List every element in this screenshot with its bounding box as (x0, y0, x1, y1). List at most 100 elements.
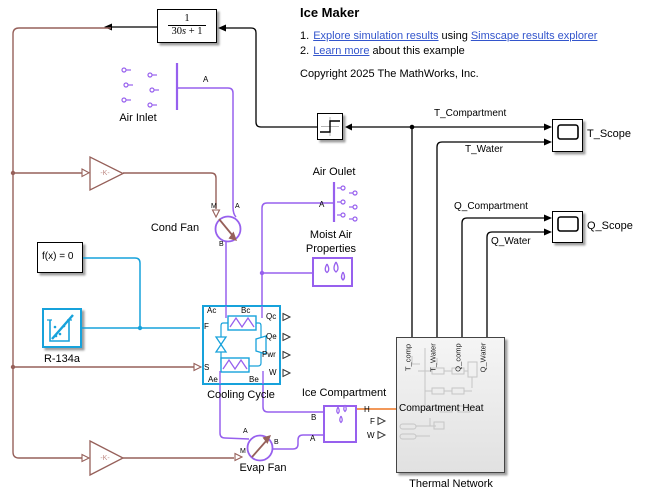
moist-air-properties-block[interactable] (312, 257, 353, 287)
link-simscape-explorer[interactable]: Simscape results explorer (470, 30, 598, 42)
wire-q-water[interactable] (486, 231, 545, 337)
air-inlet-icon[interactable] (121, 63, 179, 110)
gain-cond-label: -K- (100, 169, 110, 177)
port-arrow (377, 430, 387, 440)
tn-port-q-water: Q_Water (478, 342, 488, 373)
valve-icon (214, 336, 228, 346)
list-number: 1. (300, 30, 310, 42)
cc-port-w: W (269, 368, 277, 377)
wire-fan-speed-trunk[interactable] (12, 27, 234, 459)
signal-label-q-compartment[interactable]: Q_Compartment (454, 201, 528, 212)
wire-air-inlet[interactable] (178, 87, 237, 218)
transfer-fcn-block[interactable]: 1 30s + 1 (157, 9, 217, 43)
cc-port-qe: Qe (266, 332, 277, 341)
cooling-cycle-internals (214, 306, 267, 384)
ice-droplets-icon (336, 404, 347, 424)
tf-denominator: 30s + 1 (171, 26, 203, 38)
junction-dot (137, 325, 143, 331)
fan-arrowhead (228, 231, 237, 241)
cc-port-be: Be (249, 375, 259, 384)
port-arrow (234, 452, 244, 462)
thermal-network-schematic (399, 348, 478, 440)
gain-cond-block[interactable] (89, 155, 125, 192)
refrigerant-label: R-134a (43, 353, 81, 365)
junction-dot (10, 170, 16, 176)
signal-label-t-compartment[interactable]: T_Compartment (434, 108, 507, 119)
ic-port-h: H (364, 405, 370, 414)
port-arrow (211, 209, 221, 219)
list-number: 2. (300, 45, 310, 57)
arrowhead (544, 138, 552, 146)
ic-port-b: B (311, 413, 317, 422)
air-inlet-label: Air Inlet (119, 112, 157, 124)
cc-port-bc: Bc (241, 306, 251, 315)
gain-evap-block[interactable] (89, 439, 125, 477)
evap-fan-label: Evap Fan (239, 462, 287, 474)
fan-arrow-icon (251, 439, 268, 458)
cond-fan-port-b: B (219, 241, 224, 248)
junction-dot (409, 124, 415, 130)
tn-port-q-comp: Q_comp (453, 343, 463, 372)
evap-fan-port-a: A (243, 428, 248, 435)
thermal-network-block[interactable] (396, 337, 505, 473)
arrowhead (544, 228, 552, 236)
tf-fraction-bar (168, 25, 206, 27)
tn-port-t-water: T_Water (428, 343, 438, 372)
link-explore-results[interactable]: Explore simulation results (313, 30, 439, 42)
cond-fan-block[interactable] (214, 215, 242, 243)
junction-dot (259, 270, 265, 276)
cc-port-s: S (204, 363, 210, 372)
port-arrow (193, 362, 203, 372)
wire-relay-to-tf[interactable] (226, 27, 317, 128)
moist-air-props-label1: Moist Air (309, 229, 353, 241)
arrowhead (544, 214, 552, 222)
air-outlet-icon[interactable] (332, 182, 358, 222)
air-outlet-port-label: A (319, 200, 325, 209)
relay-icon (320, 117, 340, 136)
solver-config-block[interactable]: f(x) = 0 (37, 242, 83, 273)
fan-arrow-icon (218, 218, 234, 237)
arrowhead (544, 123, 552, 131)
t-scope-label: T_Scope (587, 128, 632, 140)
thermal-network-label: Thermal Network (409, 478, 493, 490)
tf-numerator: 1 (184, 13, 190, 24)
ic-port-a: A (310, 434, 316, 443)
moist-air-props-label2: Properties (305, 243, 357, 255)
wire-solver-config[interactable] (83, 257, 141, 328)
air-outlet-label: Air Oulet (312, 166, 356, 178)
arrowhead (345, 123, 352, 131)
wire-evapfan-to-compartment[interactable] (272, 434, 323, 450)
cond-fan-port-a: A (235, 203, 240, 210)
cooling-cycle-label: Cooling Cycle (207, 389, 275, 401)
ice-compartment-label: Ice Compartment (301, 387, 387, 399)
link-learn-more[interactable]: Learn more (313, 45, 370, 57)
wire-t-water[interactable] (436, 141, 545, 337)
cc-port-f: F (204, 322, 209, 331)
air-inlet-port-label: A (203, 75, 209, 84)
tn-port-t-comp: T_comp (403, 343, 413, 372)
signal-label-t-water[interactable]: T_Water (465, 144, 503, 155)
scope-screen-icon (557, 124, 579, 140)
page-title: Ice Maker (300, 5, 360, 20)
ice-compartment-block[interactable] (323, 405, 357, 443)
signal-label-q-water[interactable]: Q_Water (491, 236, 531, 247)
wire-bc-to-air-outlet[interactable] (261, 202, 333, 305)
solver-label: f(x) = 0 (42, 251, 74, 262)
evap-fan-port-b: B (274, 439, 279, 446)
evap-fan-block[interactable] (246, 434, 274, 462)
wire-be-to-compartment[interactable] (262, 385, 323, 413)
scope-screen-icon (557, 216, 579, 232)
wire-ae-to-evapfan[interactable] (219, 385, 250, 440)
transfer-fcn-equation: 1 30s + 1 (158, 13, 216, 37)
wire-q-compartment[interactable] (461, 217, 545, 337)
cond-fan-label: Cond Fan (150, 222, 200, 234)
cc-port-pwr: Pwr (262, 350, 276, 359)
wire-t-compartment[interactable] (352, 126, 545, 337)
fan-arrowhead (262, 435, 271, 444)
port-arrow (282, 332, 292, 342)
cc-port-qc: Qc (266, 312, 277, 321)
valve-icon (214, 343, 228, 353)
